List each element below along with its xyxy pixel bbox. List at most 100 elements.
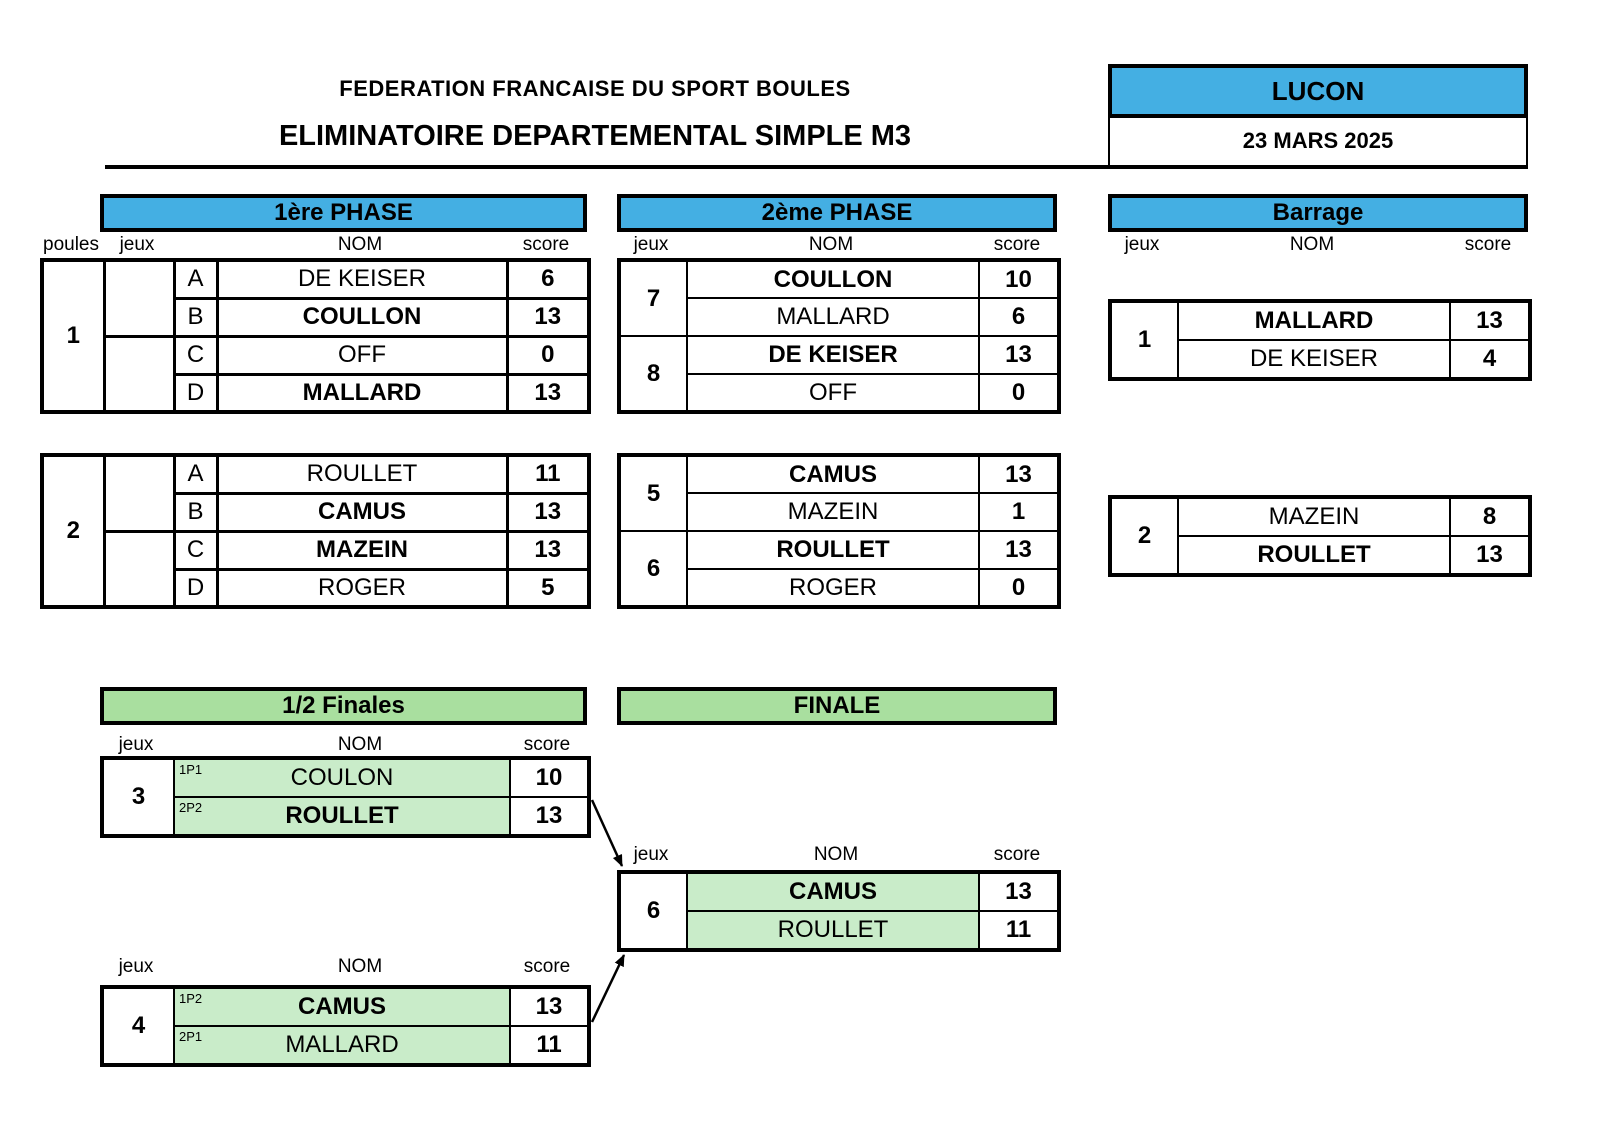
page-title: ELIMINATOIRE DEPARTEMENTAL SIMPLE M3 — [278, 120, 912, 152]
game-letter-cell: D — [172, 372, 219, 414]
score-cell: 13 — [978, 530, 1060, 570]
column-label-score: score — [523, 734, 571, 755]
table-row: D ROGER 5 — [42, 567, 591, 609]
semifinal3-table: 3 1P1 COULON 10 2P2 ROULLET 13 — [100, 756, 591, 838]
barrage2-table: 2 MAZEIN 8 ROULLET 13 — [1108, 495, 1532, 577]
phase1-header: 1ère PHASE — [100, 194, 587, 232]
player-name-cell: ROULLET — [215, 453, 509, 495]
player-name-cell: MALLARD — [215, 372, 509, 414]
game-letter-cell: D — [172, 567, 219, 609]
player-name-cell: MAZEIN — [686, 492, 980, 532]
table-row: 3 1P1 COULON 10 — [101, 757, 590, 837]
column-label-nom: NOM — [813, 844, 859, 865]
player-name-cell: MALLARD — [686, 297, 980, 337]
score-cell: 10 — [978, 259, 1060, 299]
title-divider — [105, 165, 1528, 169]
jeu-number-cell: 6 — [618, 871, 688, 951]
score-cell: 8 — [1449, 496, 1531, 537]
table-row: 7 COULLON 10 — [618, 259, 1060, 337]
score-cell: 6 — [978, 297, 1060, 337]
column-label-nom: NOM — [1289, 234, 1335, 255]
table-row: 1 MALLARD 13 — [1109, 300, 1531, 380]
table-row: ROGER 0 — [619, 568, 1060, 608]
table-row: MAZEIN 1 — [619, 492, 1060, 532]
score-cell: 13 — [509, 796, 590, 837]
player-name-cell: 2P2 ROULLET — [173, 796, 511, 837]
score-cell: 13 — [978, 454, 1060, 494]
player-name: MALLARD — [285, 1031, 399, 1058]
seed-tag: 2P2 — [179, 800, 203, 815]
seed-tag: 1P2 — [179, 991, 203, 1006]
barrage-header: Barrage — [1108, 194, 1528, 232]
player-name-cell: OFF — [686, 373, 980, 413]
column-label-poules: poules — [43, 234, 99, 255]
table-row: 2 A ROULLET 11 — [40, 453, 591, 609]
column-label-score: score — [993, 234, 1041, 255]
table-row: 2 MAZEIN 8 — [1109, 496, 1531, 576]
poule-number-cell: 2 — [40, 453, 106, 609]
table-row: 6 CAMUS 13 — [618, 871, 1060, 951]
score-cell: 10 — [509, 757, 590, 798]
player-name-cell: MALLARD — [1177, 300, 1451, 341]
semifinal4-table: 4 1P2 CAMUS 13 2P1 MALLARD 11 — [100, 985, 591, 1067]
score-cell: 13 — [505, 491, 591, 533]
federation-title: FEDERATION FRANCAISE DU SPORT BOULES — [339, 76, 851, 101]
table-row: 4 1P2 CAMUS 13 — [101, 986, 590, 1066]
jeux-empty-cell — [102, 453, 176, 533]
date-box: 23 MARS 2025 — [1108, 116, 1528, 166]
semifinals-header: 1/2 Finales — [100, 687, 587, 725]
poule2-table: 2 A ROULLET 11 B CAMUS 13 C MAZEIN 13 D … — [40, 453, 591, 609]
column-label-jeux: jeux — [633, 234, 669, 255]
player-name-cell: 2P1 MALLARD — [173, 1025, 511, 1066]
jeux-empty-cell — [102, 334, 176, 414]
score-cell: 13 — [505, 372, 591, 414]
player-name-cell: 1P1 COULON — [173, 757, 511, 798]
score-cell: 4 — [1449, 339, 1531, 380]
jeu-number-cell: 8 — [618, 335, 688, 413]
column-label-jeux: jeux — [118, 734, 154, 755]
jeu-number-cell: 6 — [618, 530, 688, 608]
player-name-cell: DE KEISER — [686, 335, 980, 375]
poule1-table: 1 A DE KEISER 6 B COULLON 13 C OFF 0 D M… — [40, 258, 591, 414]
score-cell: 1 — [978, 492, 1060, 532]
table-row: MALLARD 6 — [619, 297, 1060, 337]
arrow-semifinal3-to-finale — [590, 799, 624, 867]
jeu-number-cell: 5 — [618, 454, 688, 532]
column-label-jeux: jeux — [1124, 234, 1160, 255]
table-row: 2P2 ROULLET 13 — [102, 796, 590, 837]
table-row: B COULLON 13 — [42, 296, 591, 338]
location-box: LUCON — [1108, 64, 1528, 118]
column-label-score: score — [523, 956, 571, 977]
column-label-nom: NOM — [808, 234, 854, 255]
player-name-cell: ROULLET — [686, 910, 980, 951]
table-row: 5 CAMUS 13 — [618, 454, 1060, 532]
score-cell: 0 — [978, 568, 1060, 608]
jeux-empty-cell — [102, 258, 176, 338]
seed-tag: 1P1 — [179, 762, 203, 777]
score-cell: 13 — [505, 529, 591, 571]
table-row: ROULLET 11 — [619, 910, 1060, 951]
arrow-semifinal4-to-finale — [590, 954, 626, 1023]
player-name-cell: 1P2 CAMUS — [173, 986, 511, 1027]
jeu-number-cell: 7 — [618, 259, 688, 337]
poule-number-cell: 1 — [40, 258, 106, 414]
score-cell: 6 — [505, 258, 591, 300]
player-name-cell: DE KEISER — [1177, 339, 1451, 380]
finale-header: FINALE — [617, 687, 1057, 725]
score-cell: 13 — [978, 335, 1060, 375]
score-cell: 5 — [505, 567, 591, 609]
game-letter-cell: A — [172, 453, 219, 495]
column-label-nom: NOM — [337, 734, 383, 755]
phase2-table-a: 7 COULLON 10 MALLARD 6 8 DE KEISER 13 OF… — [617, 258, 1061, 414]
score-cell: 0 — [978, 373, 1060, 413]
player-name: COULON — [290, 764, 394, 791]
column-label-jeux: jeux — [633, 844, 669, 865]
player-name-cell: OFF — [215, 334, 509, 376]
table-row: 6 ROULLET 13 — [618, 530, 1060, 608]
player-name-cell: MAZEIN — [1177, 496, 1451, 537]
bracket-arrows — [590, 799, 626, 1023]
table-row: OFF 0 — [619, 373, 1060, 413]
score-cell: 13 — [509, 986, 590, 1027]
phase2-table-b: 5 CAMUS 13 MAZEIN 1 6 ROULLET 13 ROGER 0 — [617, 453, 1061, 609]
score-cell: 13 — [1449, 300, 1531, 341]
